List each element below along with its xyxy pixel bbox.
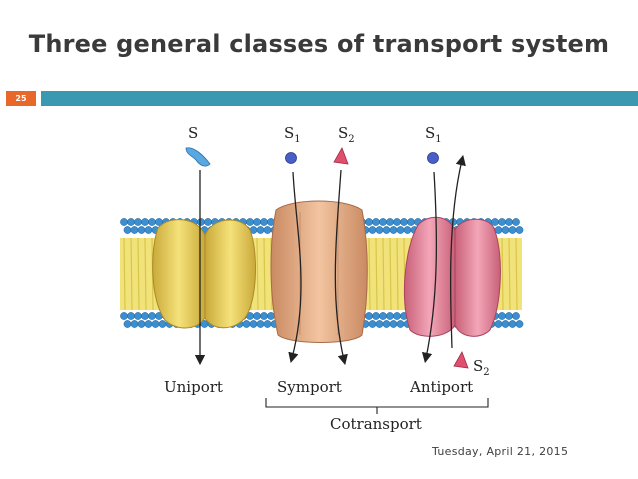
slide-number: 25 <box>6 91 36 106</box>
antiport-s2-label: S2 <box>473 357 490 378</box>
slide-date: Tuesday, April 21, 2015 <box>432 445 569 458</box>
antiport-s1-label: S1 <box>425 124 442 145</box>
symport-s1-label: S1 <box>284 124 301 145</box>
slide-title: Three general classes of transport syste… <box>28 30 610 58</box>
header-rule <box>41 91 638 106</box>
uniport-substrate-label: S <box>188 124 198 142</box>
symport-s2-label: S2 <box>338 124 355 145</box>
antiport-s1-arrow <box>421 171 438 364</box>
antiport-s2-arrow <box>449 154 466 349</box>
uniport-substrate-icon <box>185 147 211 167</box>
antiport-protein <box>403 216 501 337</box>
symport-label: Symport <box>277 378 342 396</box>
cotransport-label: Cotransport <box>330 415 422 433</box>
symport-protein <box>270 200 368 343</box>
uniport-label: Uniport <box>164 378 223 396</box>
symport-s1-arrow <box>288 171 302 364</box>
uniport-protein <box>152 219 256 329</box>
antiport-s2-substrate-icon <box>453 351 469 369</box>
cotransport-bracket <box>265 398 489 414</box>
symport-s2-substrate-icon <box>333 147 349 165</box>
symport-s1-substrate-icon <box>285 152 297 164</box>
antiport-s1-substrate-icon <box>427 152 439 164</box>
antiport-label: Antiport <box>409 378 473 396</box>
symport-s2-arrow <box>334 169 348 366</box>
